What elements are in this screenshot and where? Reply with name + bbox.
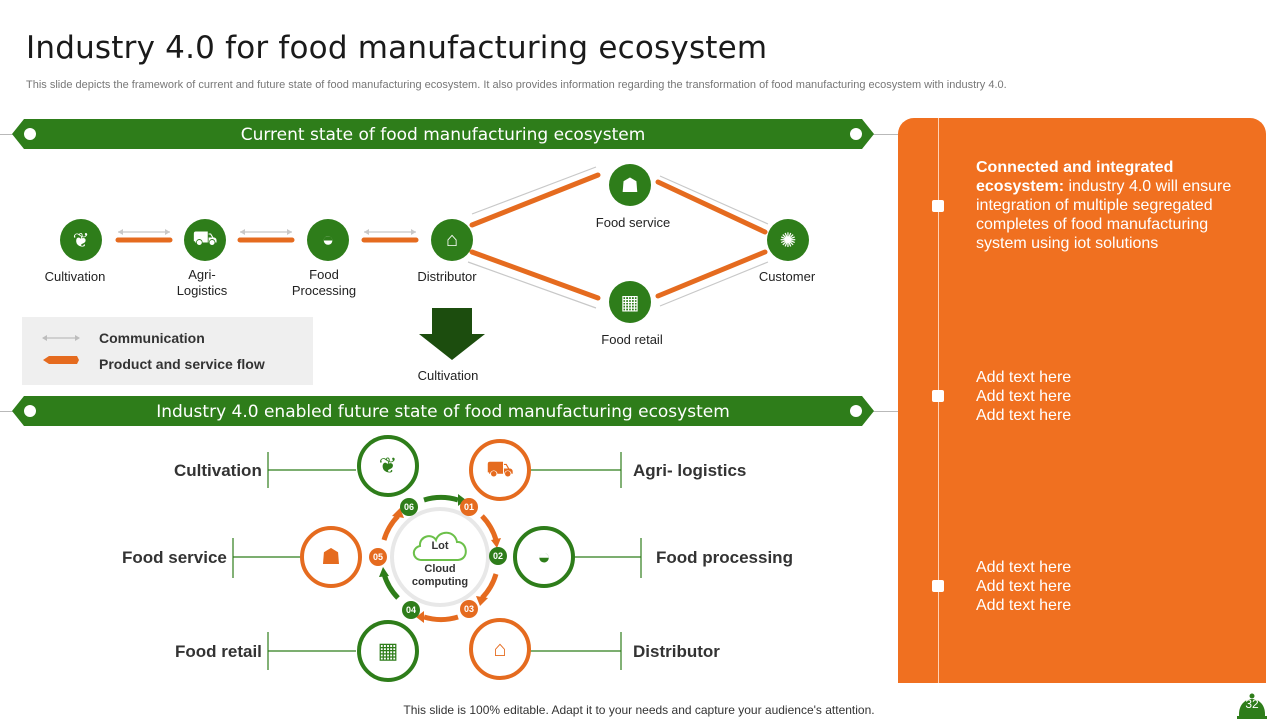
node-label-food-processing: Food Processing [291, 267, 357, 298]
arrow-head [364, 229, 369, 235]
waiter-icon: ☗ [300, 526, 362, 588]
bowl-icon: ◒ [513, 526, 575, 588]
arrow-head [118, 229, 123, 235]
node-label-customer: Customer [758, 269, 816, 284]
hands-plant-icon: ❦ [357, 435, 419, 497]
footer-note: This slide is 100% editable. Adapt it to… [403, 703, 875, 717]
flow-line [469, 172, 601, 228]
flow-line [655, 179, 768, 235]
arrow-head [287, 229, 292, 235]
flow-line [469, 249, 601, 301]
band-dot [24, 128, 36, 140]
truck-icon: ⛟ [469, 439, 531, 501]
node-label-agri-logistics: Agri- Logistics [176, 267, 228, 298]
band-dot [24, 405, 36, 417]
communication-line [659, 175, 769, 225]
arrow-head [165, 229, 170, 235]
panel-item-1-heading: Connected and integrated ecosystem: [976, 159, 1174, 195]
down-arrow-icon [419, 308, 485, 360]
flow-line [655, 249, 768, 299]
storefront-icon: ▦ [357, 620, 419, 682]
communication-line [471, 166, 597, 215]
legend: Communication Product and service flow [22, 317, 313, 385]
cloud-icon [412, 531, 467, 561]
panel-item-3: Add text here Add text here Add text her… [976, 559, 1072, 614]
communication-line [467, 261, 597, 309]
arrow-head [411, 229, 416, 235]
page-title: Industry 4.0 for food manufacturing ecos… [26, 30, 768, 66]
step-number: 06 [400, 498, 418, 516]
storefront-icon: ▦ [609, 281, 651, 323]
future-state-band: Industry 4.0 enabled future state of foo… [12, 396, 874, 426]
bowl-icon: ◒ [307, 219, 349, 261]
node-label-food-service: Food service [595, 215, 671, 230]
hub-label-distributor: Distributor [633, 642, 720, 661]
band-dot [850, 128, 862, 140]
hub-label-food-service: Food service [122, 548, 227, 567]
hub-label-agri-logistics: Agri- logistics [633, 461, 747, 480]
current-flow-connectors [115, 166, 769, 309]
panel-item-1-body: industry 4.0 will ensure integration of … [976, 178, 1232, 252]
step-number: 04 [402, 601, 420, 619]
hub-connectors [232, 452, 642, 670]
current-state-title: Current state of food manufacturing ecos… [240, 125, 646, 145]
people-icon: ✺ [767, 219, 809, 261]
step-number: 01 [460, 498, 478, 516]
page-subtitle: This slide depicts the framework of curr… [26, 79, 1007, 91]
band-dot [850, 405, 862, 417]
arrow-label: Cultivation [417, 368, 479, 383]
box-truck-icon: ⌂ [431, 219, 473, 261]
band-guide-line [862, 134, 898, 135]
hub-label-food-retail: Food retail [175, 642, 262, 661]
node-label-food-retail: Food retail [601, 332, 663, 347]
legend-flow: Product and service flow [99, 356, 265, 372]
band-guide-line [862, 411, 898, 412]
hub-label-food-processing: Food processing [656, 548, 793, 567]
page-number-badge [1237, 693, 1267, 719]
node-label-cultivation: Cultivation [44, 269, 106, 284]
future-state-title: Industry 4.0 enabled future state of foo… [156, 402, 730, 422]
step-number: 05 [369, 548, 387, 566]
panel-marker [932, 390, 944, 402]
node-label-distributor: Distributor [417, 269, 477, 284]
arrow-head [240, 229, 245, 235]
hands-plant-icon: ❦ [60, 219, 102, 261]
step-number: 03 [460, 600, 478, 618]
cloud-subtitle: Cloud computing [411, 563, 469, 588]
legend-communication: Communication [99, 330, 205, 346]
panel-item-1: Connected and integrated ecosystem: indu… [976, 158, 1246, 253]
info-panel [898, 118, 1266, 683]
cloud-title: Lot [431, 540, 449, 552]
panel-marker [932, 580, 944, 592]
step-number: 02 [489, 547, 507, 565]
waiter-icon: ☗ [609, 164, 651, 206]
panel-marker [932, 200, 944, 212]
page-number: 32 [1245, 697, 1259, 711]
box-truck-icon: ⌂ [469, 618, 531, 680]
legend-swatches [42, 335, 80, 364]
communication-line [659, 261, 769, 307]
current-state-band: Current state of food manufacturing ecos… [12, 119, 874, 149]
panel-item-2: Add text here Add text here Add text her… [976, 369, 1072, 424]
truck-icon: ⛟ [184, 219, 226, 261]
hub-label-cultivation: Cultivation [174, 461, 262, 480]
